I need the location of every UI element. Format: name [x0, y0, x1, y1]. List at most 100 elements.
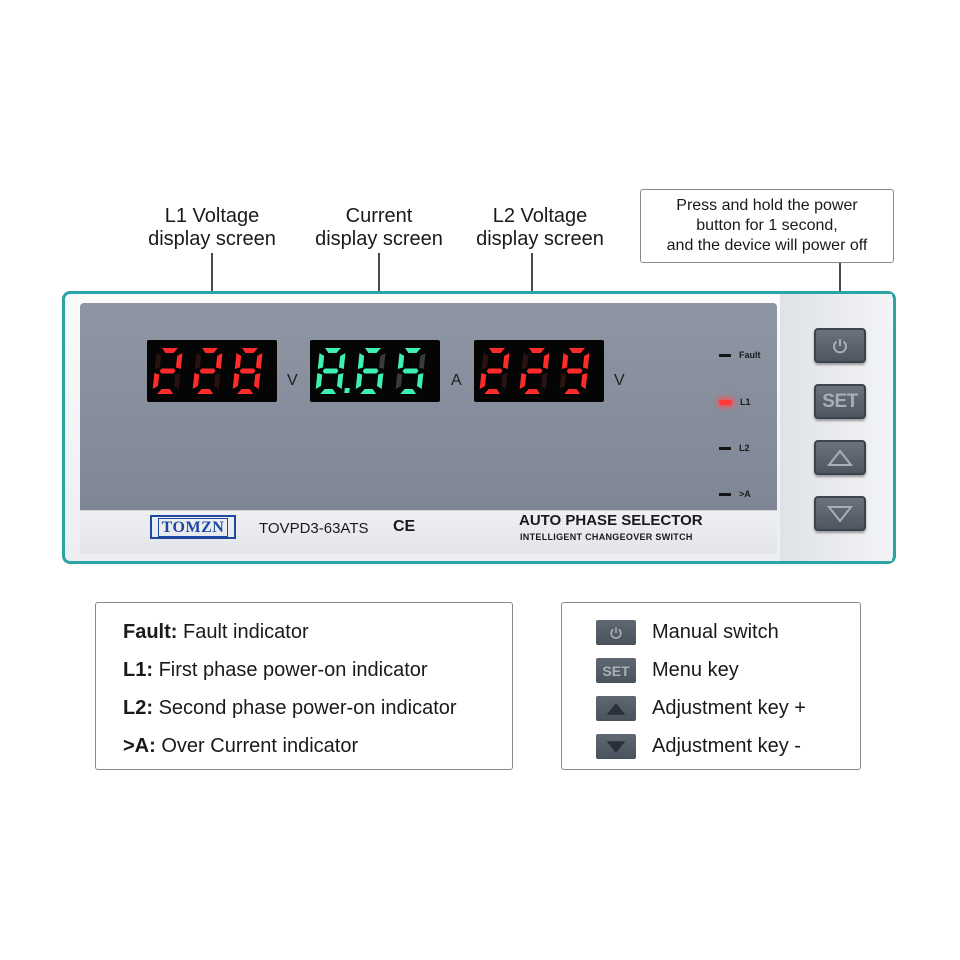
led-segment	[479, 373, 487, 389]
led-segment	[239, 368, 256, 374]
led-segment	[202, 348, 218, 353]
down-button[interactable]	[814, 496, 866, 531]
led-segment	[405, 348, 421, 353]
fault-led	[719, 353, 731, 357]
led-segment	[519, 373, 527, 389]
led-segment	[501, 373, 508, 389]
legend-manual-switch: Manual switch	[652, 621, 779, 643]
led-segment	[582, 353, 590, 369]
led-segment	[154, 353, 162, 369]
led-segment	[377, 373, 384, 389]
led-segment	[521, 353, 529, 369]
led-segment	[502, 353, 510, 369]
led-segment	[542, 353, 550, 369]
led-segment	[197, 389, 214, 394]
l1-voltage-callout: L1 Voltage display screen	[132, 205, 292, 251]
led-segment	[417, 373, 424, 389]
led-segment	[162, 348, 178, 353]
fault-indicator: Fault	[719, 347, 761, 363]
led-segment	[561, 353, 569, 369]
l2-unit: V	[614, 372, 625, 389]
legend-term: L2:	[123, 697, 153, 719]
l2-voltage-display	[474, 340, 604, 402]
l2-led	[719, 446, 731, 450]
led-segment	[232, 373, 240, 389]
led-digit	[152, 348, 183, 394]
display-panel	[80, 303, 777, 510]
led-segment	[338, 353, 346, 369]
brand-logo: TOMZN	[150, 515, 236, 539]
power-off-note: Press and hold the power button for 1 se…	[640, 189, 894, 263]
power-icon	[833, 338, 847, 353]
led-segment	[569, 348, 585, 353]
led-segment	[524, 389, 541, 394]
fault-label: Fault	[739, 350, 761, 360]
current-callout: Current display screen	[299, 205, 459, 251]
led-segment	[378, 353, 386, 369]
legend-desc: Over Current indicator	[161, 735, 359, 757]
led-segment	[529, 348, 545, 353]
legend-up-key	[596, 696, 636, 721]
l1-label: L1	[740, 397, 751, 407]
led-segment	[355, 373, 363, 389]
led-segment	[365, 348, 381, 353]
legend-term: >A:	[123, 735, 156, 757]
l1-unit: V	[287, 372, 298, 389]
l2-indicator: L2	[719, 440, 750, 456]
led-segment	[486, 368, 503, 374]
legend-adjust-plus: Adjustment key +	[652, 697, 806, 719]
model-number: TOVPD3-63ATS	[259, 520, 369, 537]
led-segment	[360, 389, 377, 394]
legend-term: L1:	[123, 659, 153, 681]
led-segment	[214, 373, 221, 389]
device-title: AUTO PHASE SELECTOR	[519, 512, 703, 529]
led-segment	[320, 389, 337, 394]
led-segment	[152, 373, 160, 389]
led-segment	[322, 368, 339, 374]
triangle-up-icon	[606, 702, 626, 715]
set-button[interactable]: SET	[814, 384, 866, 419]
led-segment	[199, 368, 216, 374]
seven-segment-readout	[152, 348, 263, 394]
triangle-down-icon	[827, 505, 853, 523]
note-line-2: button for 1 second,	[696, 217, 838, 234]
led-segment	[234, 353, 242, 369]
led-segment	[489, 348, 505, 353]
l1-led	[719, 399, 732, 405]
legend-over-current: >A: Over Current indicator	[123, 735, 358, 758]
led-digit	[232, 348, 263, 394]
callout-line-1: L2 Voltage	[492, 205, 588, 227]
over-current-label: >A	[739, 489, 751, 499]
led-segment	[194, 353, 202, 369]
led-digit	[355, 348, 386, 394]
current-unit: A	[451, 372, 462, 389]
device-subtitle: INTELLIGENT CHANGEOVER SWITCH	[520, 532, 693, 542]
legend-desc: First phase power-on indicator	[158, 659, 428, 681]
legend-l2: L2: Second phase power-on indicator	[123, 697, 457, 720]
callout-line-1: L1 Voltage	[164, 205, 260, 227]
led-segment	[242, 348, 258, 353]
seven-segment-readout	[479, 348, 590, 394]
led-segment	[564, 389, 581, 394]
led-segment	[254, 373, 261, 389]
led-segment	[317, 353, 325, 369]
label-strip	[80, 510, 777, 554]
triangle-up-icon	[827, 448, 853, 466]
key-legend	[561, 602, 861, 770]
led-segment	[192, 373, 200, 389]
led-decimal-point	[344, 388, 350, 393]
indicator-legend	[95, 602, 513, 770]
power-button[interactable]	[814, 328, 866, 363]
led-segment	[397, 353, 405, 369]
led-segment	[541, 373, 548, 389]
l2-voltage-callout: L2 Voltage display screen	[460, 205, 620, 251]
led-segment	[362, 368, 379, 374]
legend-adjust-minus: Adjustment key -	[652, 735, 801, 757]
led-digit	[479, 348, 510, 394]
led-digit	[315, 348, 350, 394]
led-segment	[566, 368, 583, 374]
up-button[interactable]	[814, 440, 866, 475]
legend-power-key	[596, 620, 636, 645]
note-line-3: and the device will power off	[666, 237, 868, 254]
led-segment	[255, 353, 263, 369]
